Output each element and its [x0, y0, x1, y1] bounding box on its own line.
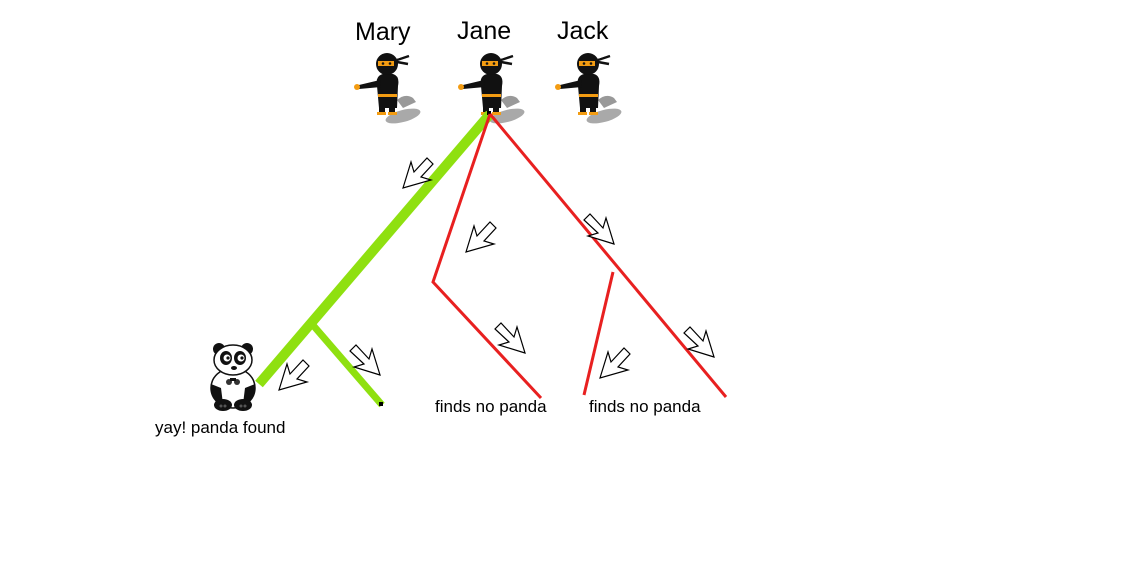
outcome-not-found-label: finds no panda [435, 397, 547, 416]
arrow-icon [583, 213, 615, 245]
character-name-mary: Mary [355, 18, 411, 46]
character-name-jane: Jane [457, 17, 512, 45]
fail-paths [431, 113, 728, 400]
ninja-icon [352, 51, 424, 128]
arrow-icon [599, 347, 631, 379]
arrow-icon [465, 221, 497, 253]
outcome-not-found-label: finds no panda [589, 397, 701, 416]
panda-icon [210, 343, 256, 411]
ninja-icon [553, 51, 625, 128]
character-name-jack: Jack [557, 17, 609, 45]
arrow-icon [494, 322, 526, 354]
outcome-found-label: yay! panda found [155, 418, 286, 437]
arrow-icon [278, 359, 310, 391]
success-path [255, 110, 494, 408]
